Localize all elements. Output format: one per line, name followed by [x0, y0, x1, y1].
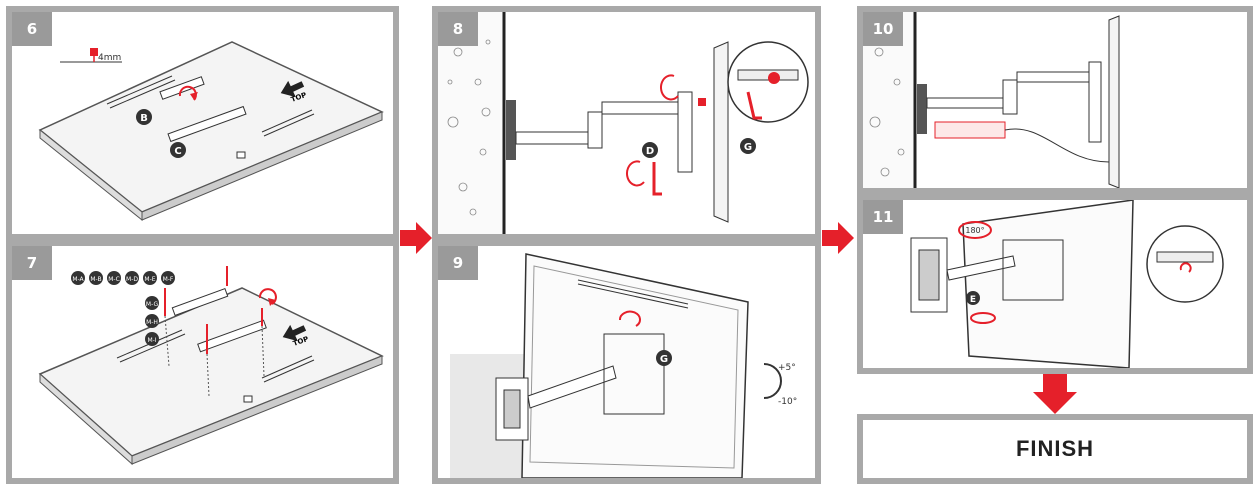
step-8-panel: 8 D G: [432, 6, 821, 240]
spacer-icon: [90, 48, 98, 56]
tilt-down-label: -10°: [778, 397, 797, 407]
rotation-label: 180°: [965, 226, 984, 235]
step-8-illustration: D G: [438, 12, 809, 234]
bolt-label: M-F: [163, 276, 174, 283]
arrow-down-icon: [1033, 374, 1077, 414]
step-9-panel: 9 G +5° -10°: [432, 240, 821, 484]
step-11-illustration: 180° E: [910, 200, 1224, 368]
tilt-up-label: +5°: [778, 363, 796, 373]
step-number: 7: [12, 246, 52, 280]
washer-label: M-I: [147, 337, 156, 344]
part-d-label: D: [646, 146, 654, 157]
step-10-illustration: [863, 12, 1120, 188]
part-g-label: G: [744, 142, 752, 153]
part-badge-g: [656, 350, 672, 366]
step-7-illustration: TOP M-A M-B M-C M-D M-E M-F M-G M-H M-I: [38, 266, 384, 466]
step-number: 10: [863, 12, 903, 46]
step-11-panel: 11 180° E: [857, 194, 1253, 374]
step-number: 11: [863, 200, 903, 234]
step-6-illustration: TOP B C 4mm: [38, 41, 384, 222]
bolt-label: M-A: [72, 276, 84, 283]
washer-label: M-G: [146, 301, 159, 308]
bolt-badges: M-A M-B M-C M-D M-E M-F: [71, 271, 175, 285]
finish-label: FINISH: [1015, 436, 1095, 461]
part-badge-e: [966, 291, 980, 305]
part-e-label: E: [970, 295, 976, 305]
detail-magnifier: [727, 41, 809, 123]
step-9-illustration: G +5° -10°: [450, 253, 797, 478]
part-g-label: G: [660, 354, 668, 365]
part-badge-b: [136, 109, 152, 125]
step-7-panel: 7 TOP M-A M-B M-C M-D M-E M-F: [6, 240, 399, 484]
washer-badges: M-G M-H M-I: [145, 296, 159, 346]
part-badge-c: [170, 142, 186, 158]
arrow-right-icon: [822, 222, 854, 254]
spacer-label: 4mm: [98, 53, 121, 63]
bolt-label: M-C: [108, 276, 120, 283]
part-badge-g: [740, 138, 756, 154]
step-number: 6: [12, 12, 52, 46]
step-6-panel: 6 TOP B C 4mm: [6, 6, 399, 240]
bolt-label: M-D: [126, 276, 138, 283]
washer-label: M-H: [146, 319, 158, 326]
arrow-right-icon: [400, 222, 432, 254]
bolt-label: M-E: [144, 276, 155, 283]
part-badge-d: [642, 142, 658, 158]
bolt-label: M-B: [90, 276, 101, 283]
part-b-label: B: [140, 113, 148, 124]
part-c-label: C: [174, 146, 181, 157]
finish-box: FINISH: [857, 414, 1253, 484]
step-number: 9: [438, 246, 478, 280]
step-10-panel: 10: [857, 6, 1253, 194]
step-number: 8: [438, 12, 478, 46]
